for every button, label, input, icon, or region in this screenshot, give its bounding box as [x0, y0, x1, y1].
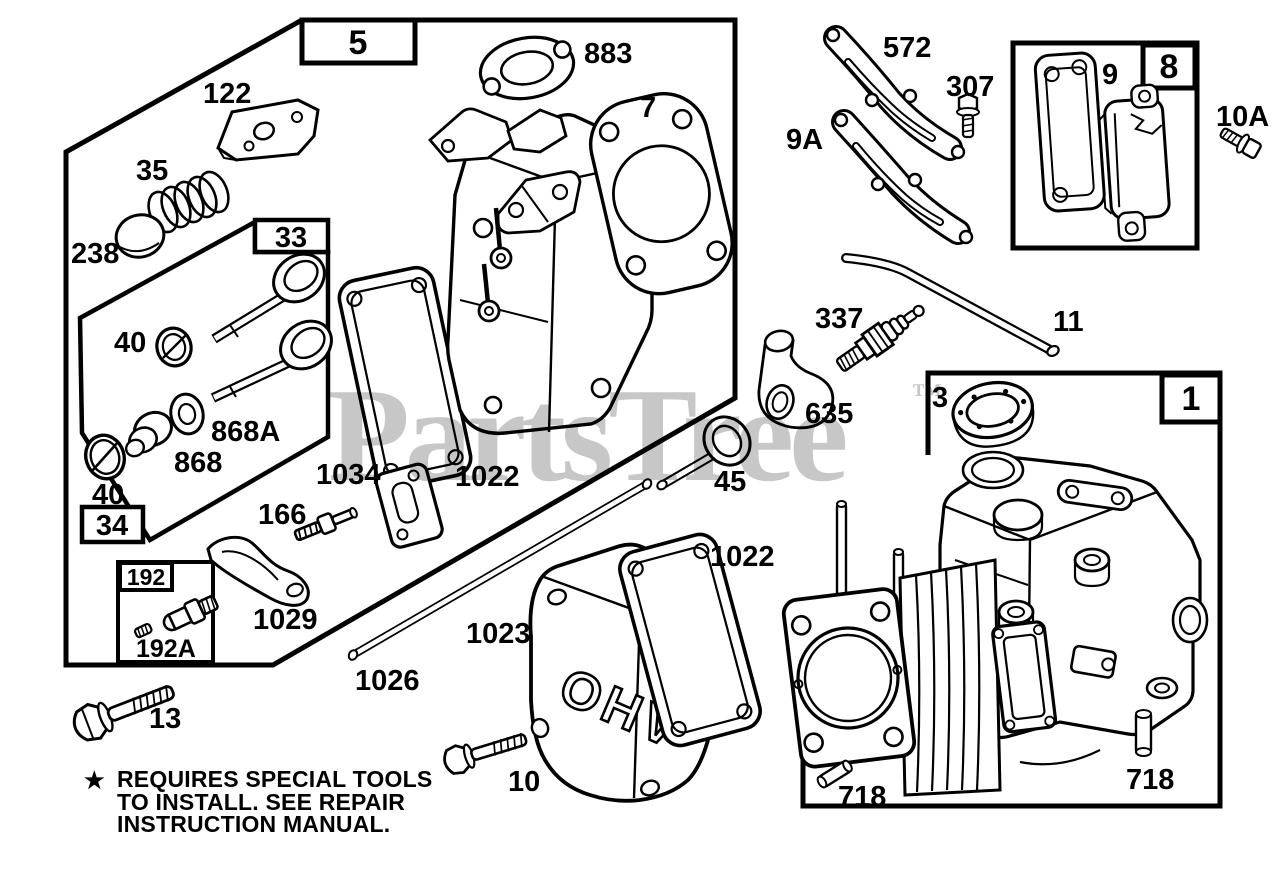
group-label-5: 5 — [349, 24, 368, 62]
part-1026-push-rod — [347, 478, 653, 661]
part-label-9A: 9A — [786, 124, 823, 156]
part-label-238: 238 — [71, 238, 119, 270]
part-45-valve-tappet — [656, 415, 752, 491]
part-label-1022-right: 1022 — [710, 541, 775, 573]
part-label-10A: 10A — [1216, 101, 1269, 133]
part-10-bolt — [443, 733, 528, 775]
footnote-line-2: TO INSTALL. SEE REPAIR — [117, 789, 405, 815]
group-label-192: 192 — [127, 564, 165, 590]
group-8-outline — [1010, 40, 1200, 251]
group-1-outline — [800, 370, 1223, 809]
part-label-1034: 1034 — [316, 459, 381, 491]
part-label-9: 9 — [1102, 59, 1118, 91]
part-40-seal-upper — [155, 326, 193, 368]
group-label-34: 34 — [96, 510, 128, 542]
part-10A-screw — [1219, 127, 1262, 159]
part-valve-intake — [211, 252, 326, 344]
part-1029-rocker-arm — [206, 535, 310, 607]
part-label-10: 10 — [508, 766, 540, 798]
part-718-pin-right — [1134, 709, 1153, 757]
part-13-bolt — [72, 685, 175, 742]
part-192-fitting — [162, 595, 219, 632]
part-1034-guide-plate — [374, 462, 444, 549]
part-868-valve-guide — [124, 410, 173, 458]
part-label-635: 635 — [805, 398, 853, 430]
part-label-192A: 192A — [136, 635, 196, 663]
part-label-1026: 1026 — [355, 665, 420, 697]
part-718-pin-left — [816, 759, 853, 789]
group-label-8: 8 — [1160, 48, 1179, 86]
watermark-text: PartsTree — [328, 361, 846, 509]
part-label-7: 7 — [640, 92, 656, 124]
part-11-breather-tube — [841, 253, 1060, 358]
part-label-718-left: 718 — [838, 781, 886, 813]
part-label-718-right: 718 — [1126, 764, 1174, 796]
part-3-seal — [951, 380, 1035, 448]
part-1022-gasket-mid — [337, 265, 473, 491]
part-breather-cover — [1098, 83, 1171, 242]
part-label-337: 337 — [815, 303, 863, 335]
part-label-572: 572 — [883, 32, 931, 64]
part-labels: 5 33 34 192 8 1 122 883 7 35 238 40 868A… — [71, 24, 1269, 813]
part-7-head-gasket — [588, 92, 734, 296]
part-label-3: 3 — [932, 382, 948, 414]
group-label-1: 1 — [1182, 380, 1201, 418]
part-label-45: 45 — [714, 466, 746, 498]
footnote-line-1: REQUIRES SPECIAL TOOLS — [117, 766, 432, 792]
part-valve-exhaust — [210, 319, 333, 403]
watermark-tm-icon: ™ — [912, 378, 942, 411]
part-label-40-lower: 40 — [92, 479, 124, 511]
part-label-11: 11 — [1053, 306, 1084, 338]
part-label-40-upper: 40 — [114, 327, 146, 359]
part-label-868: 868 — [174, 447, 222, 479]
footnote-line-3: INSTRUCTION MANUAL. — [117, 811, 390, 837]
part-307-screw — [956, 92, 980, 139]
part-label-122: 122 — [203, 78, 251, 110]
part-635-plug-boot — [757, 329, 835, 430]
part-1022-gasket-right — [618, 532, 762, 748]
star-icon: ★ — [84, 767, 105, 793]
group-5-outline — [63, 17, 738, 668]
part-label-1022-mid: 1022 — [455, 461, 520, 493]
part-label-883: 883 — [584, 38, 632, 70]
part-label-166: 166 — [258, 499, 306, 531]
part-166-stud — [293, 507, 358, 542]
part-label-35: 35 — [136, 155, 168, 187]
part-label-13: 13 — [149, 703, 181, 735]
footnote: ★ REQUIRES SPECIAL TOOLS TO INSTALL. SEE… — [84, 766, 432, 837]
group-label-33: 33 — [275, 222, 307, 254]
part-label-1023: 1023 — [466, 618, 531, 650]
part-label-1029: 1029 — [253, 604, 318, 636]
part-122-guide-plate — [216, 98, 320, 162]
part-192A-screw — [133, 623, 153, 639]
part-40-seal-lower — [83, 433, 127, 481]
part-cylinder — [781, 500, 1058, 797]
part-9A-gasket — [831, 109, 974, 245]
part-337-spark-plug — [835, 304, 925, 372]
part-868A-washer — [169, 392, 205, 436]
part-label-307: 307 — [946, 71, 994, 103]
part-label-868A: 868A — [211, 416, 280, 448]
part-883-gasket — [478, 35, 576, 101]
part-572-gasket — [823, 25, 966, 161]
part-238-cap — [114, 213, 166, 259]
part-9-gasket — [1033, 51, 1106, 213]
